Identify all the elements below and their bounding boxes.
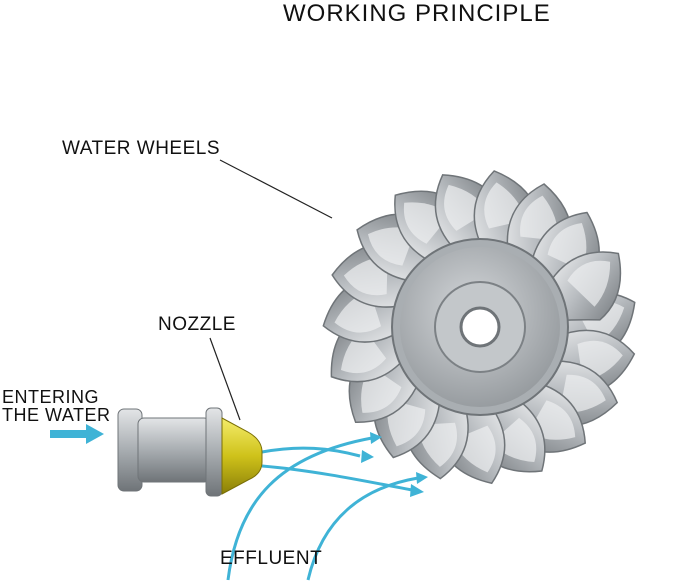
- nozzle-flange: [205, 407, 223, 497]
- diagram-title: WORKING PRINCIPLE: [283, 0, 551, 27]
- water-jets: [226, 436, 419, 581]
- jet-upper: [261, 446, 361, 458]
- label-entering-line2: THE WATER: [2, 405, 111, 425]
- effluent-arrowhead-right: [416, 472, 428, 484]
- wheel-buckets: [322, 170, 636, 485]
- nozzle-leader: [209, 337, 241, 421]
- effluent-flow-right: [306, 476, 419, 581]
- inlet-arrow-head: [86, 424, 104, 444]
- effluent-arrowhead-left: [370, 432, 382, 444]
- nozzle-body: [137, 417, 211, 483]
- jet-arrowhead-upper: [361, 450, 374, 463]
- inlet-arrow: [50, 424, 104, 444]
- label-entering-line1: ENTERING: [2, 387, 100, 407]
- nozzle-assembly: [117, 407, 263, 497]
- label-water-wheels: WATER WHEELS: [62, 138, 221, 159]
- jet-arrowhead-lower: [410, 484, 424, 497]
- label-nozzle: NOZZLE: [158, 314, 236, 335]
- inlet-arrow-shaft: [50, 430, 90, 438]
- nozzle-tip: [221, 417, 263, 495]
- label-entering-the-water: ENTERING THE WATER: [2, 388, 111, 424]
- water-wheel: [322, 170, 636, 485]
- effluent-flow-left: [226, 436, 373, 581]
- jet-arrowheads: [361, 432, 428, 497]
- wheel-shaft-hole: [459, 306, 501, 348]
- water-wheels-leader: [219, 159, 333, 219]
- jet-lower: [261, 464, 413, 492]
- label-effluent: EFFLUENT: [220, 548, 323, 569]
